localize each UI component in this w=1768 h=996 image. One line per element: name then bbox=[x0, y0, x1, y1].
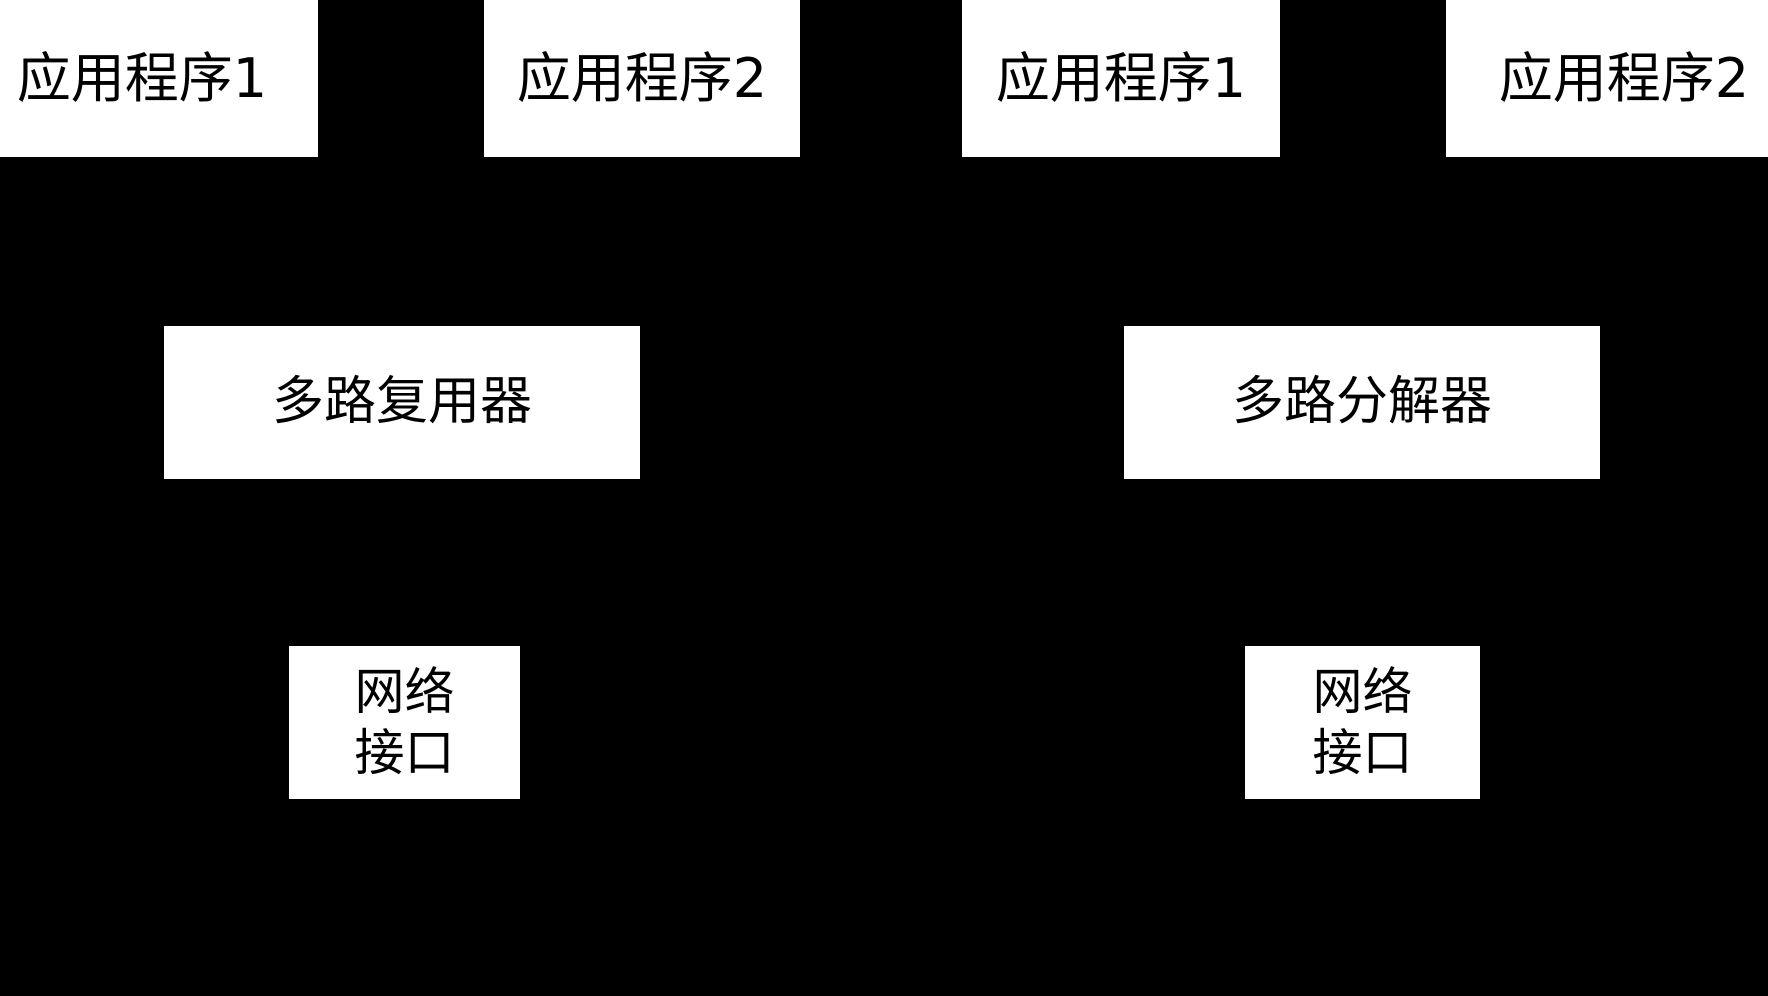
network-interface-box-receiver-label: 网络 接口 bbox=[1312, 662, 1413, 782]
application-box-1-receiver: 应用程序1 bbox=[962, 0, 1280, 157]
application-box-1-sender: 应用程序1 bbox=[0, 0, 318, 157]
multiplexer-box-label: 多路复用器 bbox=[271, 371, 532, 432]
application-box-1-receiver-label: 应用程序1 bbox=[995, 46, 1247, 110]
network-interface-box-receiver: 网络 接口 bbox=[1245, 646, 1480, 799]
application-box-2-sender-label: 应用程序2 bbox=[516, 46, 768, 110]
multiplexer-box: 多路复用器 bbox=[164, 326, 640, 479]
application-box-2-sender: 应用程序2 bbox=[484, 0, 800, 157]
demultiplexer-box-label: 多路分解器 bbox=[1231, 371, 1492, 432]
application-box-1-sender-label: 应用程序1 bbox=[16, 46, 268, 110]
network-interface-box-sender: 网络 接口 bbox=[289, 646, 520, 799]
network-interface-box-sender-label: 网络 接口 bbox=[354, 662, 455, 782]
application-box-2-receiver-label: 应用程序2 bbox=[1498, 46, 1750, 110]
demultiplexer-box: 多路分解器 bbox=[1124, 326, 1600, 479]
application-box-2-receiver: 应用程序2 bbox=[1446, 0, 1768, 157]
